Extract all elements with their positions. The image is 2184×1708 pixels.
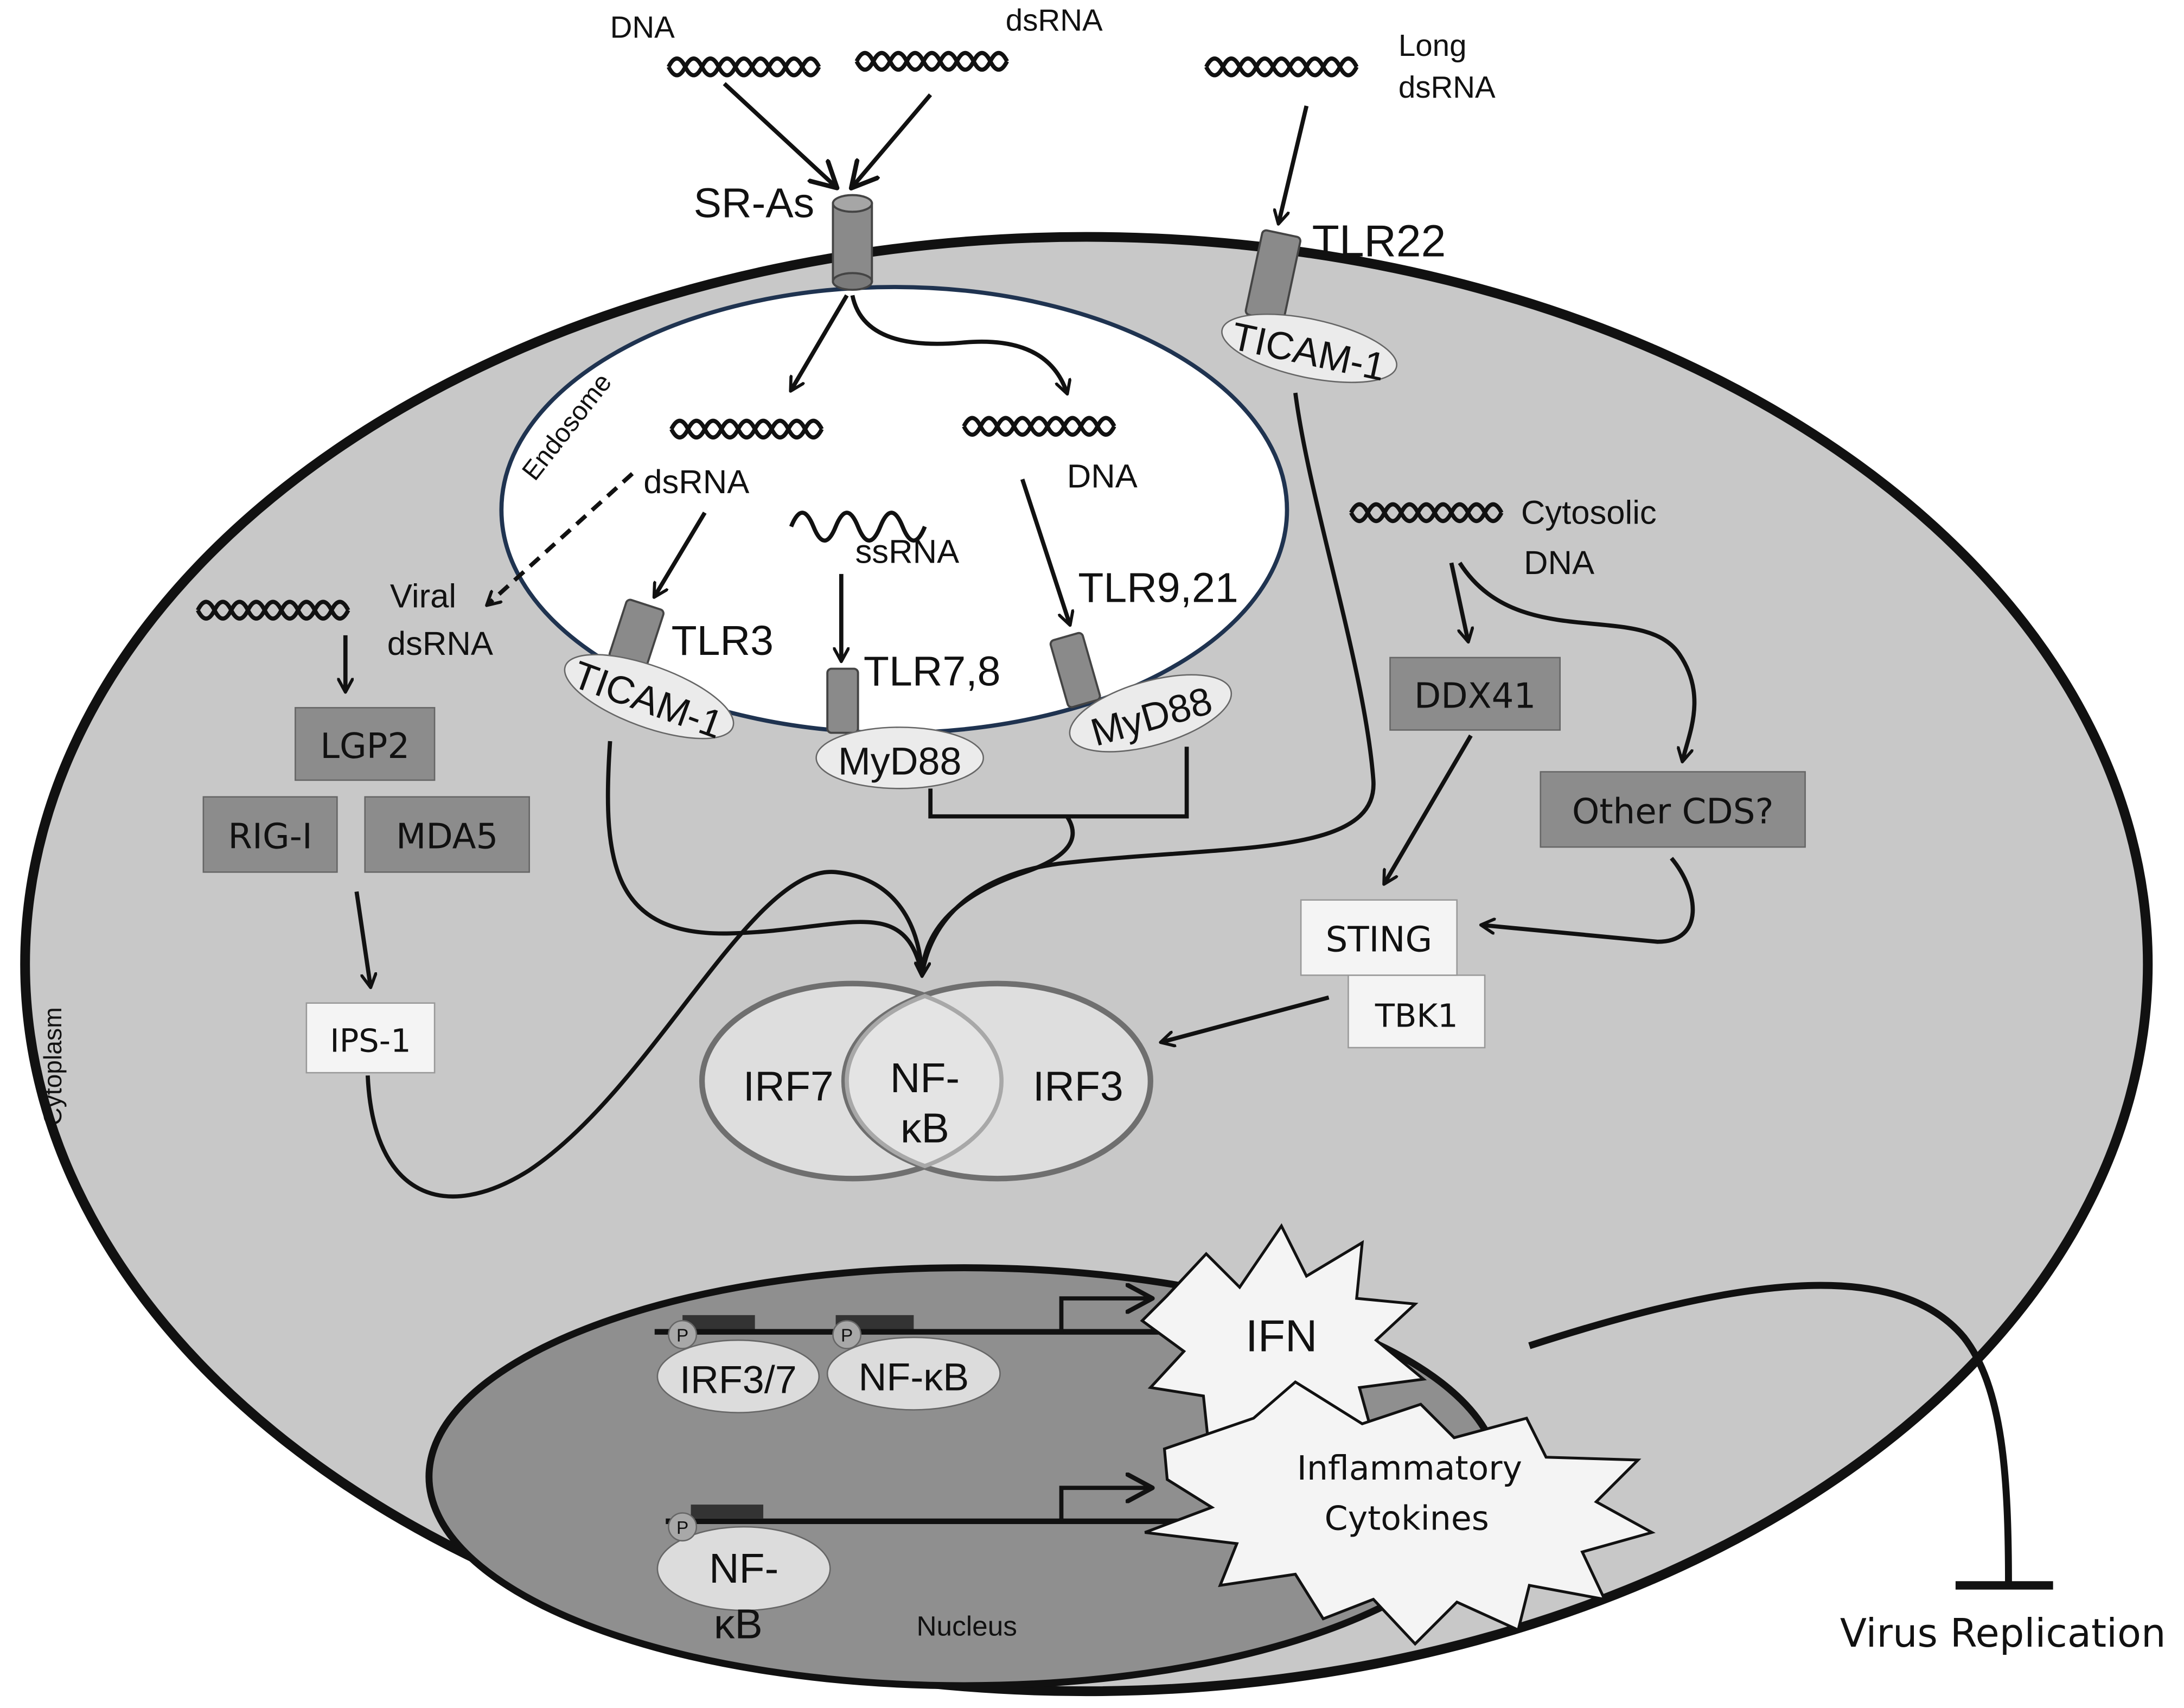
dna-helix-top: [668, 59, 819, 75]
dsrna-to-tlr3-arrow: [655, 511, 707, 596]
other-cds-box: [1540, 771, 1806, 848]
cytokines-label-2: Cytokines: [1325, 1499, 1489, 1538]
nfkb-overlap: [845, 993, 1004, 1169]
ddx41-to-sting-arrow: [1384, 734, 1473, 883]
nfkb-nuc-factor: [826, 1336, 1001, 1411]
tlr22-to-nfkb-line: [919, 392, 1376, 976]
nucleus-label: Nucleus: [916, 1610, 1017, 1641]
tbk1-box: [1348, 974, 1486, 1049]
sting-label: STING: [1326, 920, 1433, 960]
ifn-label: IFN: [1246, 1312, 1317, 1361]
other-cds-label: Other CDS?: [1572, 792, 1774, 832]
viral-label-1: Viral: [390, 578, 456, 615]
cyto-dna-label-2: DNA: [1524, 544, 1594, 582]
nfkb-nuc-label: NF-κB: [859, 1356, 969, 1399]
cyto-dna-to-ddx41-arrow: [1449, 562, 1468, 641]
rigi-label: RIG-I: [228, 817, 312, 857]
phosphate-2: P: [832, 1320, 862, 1349]
long-dsrna-helix: [1206, 59, 1357, 75]
rigi-box: [202, 796, 338, 873]
sras-label: SR-As: [694, 180, 815, 227]
mda5-label: MDA5: [396, 817, 498, 857]
tlr921-label: TLR9,21: [1078, 564, 1238, 611]
svg-text:P: P: [676, 1518, 688, 1538]
long-dsrna-to-tlr22-arrow: [1279, 105, 1309, 223]
endo-dna-label: DNA: [1067, 458, 1138, 495]
nfkb-center-label-2: κB: [901, 1105, 949, 1151]
lgp2-box: [295, 707, 436, 781]
ips1-to-nfkb-line: [365, 870, 924, 1199]
lgp2-label: LGP2: [320, 726, 410, 767]
cytoplasm-label: Cytoplasm: [39, 1007, 67, 1125]
tbk1-label: TBK1: [1375, 997, 1458, 1034]
ddx41-label: DDX41: [1414, 675, 1536, 716]
myd88-a: [815, 726, 985, 789]
dna-top-label: DNA: [610, 10, 675, 44]
virus-replication-label: Virus Replication: [1840, 1610, 2166, 1656]
sras-to-endo-dsrna-arrow: [791, 294, 849, 390]
nfkb-center-label-1: NF-: [890, 1055, 960, 1101]
endo-ssrna-label: ssRNA: [855, 533, 960, 570]
nfkb-low-label-2: κB: [714, 1601, 763, 1648]
long-dsrna-label-1: Long: [1398, 28, 1467, 62]
tlr22-label: TLR22: [1312, 216, 1446, 266]
ddx41-box: [1389, 657, 1561, 731]
ips1-box: [305, 1002, 436, 1074]
irf37-label: IRF3/7: [680, 1359, 797, 1402]
dsrna-helix-top: [857, 53, 1007, 70]
long-dsrna-label-2: dsRNA: [1398, 70, 1496, 104]
cytokines-starburst: [1144, 1380, 1656, 1646]
dna-to-tlr921-arrow: [1020, 479, 1070, 624]
sras-receptor: [832, 194, 873, 291]
tlr78-label: TLR7,8: [864, 648, 1001, 694]
ips1-label: IPS-1: [330, 1022, 411, 1060]
nfkb-low-label-1: NF-: [709, 1545, 778, 1592]
phosphate-3: P: [668, 1512, 698, 1542]
svg-text:P: P: [676, 1326, 688, 1346]
cyto-dna-to-other-cds-arrow: [1458, 562, 1697, 761]
nfkb-low-factor: [656, 1526, 831, 1611]
irf7-label: IRF7: [743, 1063, 834, 1110]
transcription-start-top: [1059, 1298, 1151, 1332]
tlr921-receptor: [1049, 632, 1101, 709]
myd88-a-label: MyD88: [838, 740, 962, 783]
myd88-bracket: [928, 747, 1189, 819]
promoter-bottom: [691, 1505, 764, 1519]
ssrna-strand: [789, 511, 927, 543]
tlr3-label: TLR3: [672, 617, 774, 664]
endo-dsrna-label: dsRNA: [643, 463, 749, 501]
mda5-box: [364, 796, 530, 873]
transcription-start-bottom: [1059, 1488, 1151, 1521]
dna-to-sras-arrow: [723, 82, 835, 187]
cyto-dna-label-1: Cytosolic: [1521, 494, 1657, 531]
mda5-to-ips1-arrow: [354, 891, 371, 986]
irf37-factor: [656, 1339, 820, 1413]
ifn-starburst: [1140, 1223, 1427, 1469]
viral-label-2: dsRNA: [387, 625, 493, 662]
tlr78-receptor: [826, 667, 859, 734]
irf3-label: IRF3: [1033, 1063, 1123, 1110]
sras-to-endo-dna-arrow: [850, 295, 1067, 393]
endo-to-viral-dashed-arrow: [488, 472, 634, 604]
ifn-inhibits-virus-line: [1528, 1282, 2012, 1585]
cytokines-label-1: Inflammatory: [1297, 1449, 1522, 1488]
sting-box: [1300, 899, 1458, 976]
phosphate-1: P: [668, 1320, 698, 1349]
dsrna-to-sras-arrow: [852, 93, 933, 187]
tbk1-to-irf3-arrow: [1161, 995, 1330, 1042]
ticam-tlr22: TICAM-1: [1221, 313, 1397, 390]
tlr3-to-nfkb-line: [605, 741, 924, 976]
dsrna-top-label: dsRNA: [1006, 3, 1103, 37]
svg-text:P: P: [841, 1326, 853, 1346]
other-cds-to-sting-arrow: [1482, 857, 1695, 944]
